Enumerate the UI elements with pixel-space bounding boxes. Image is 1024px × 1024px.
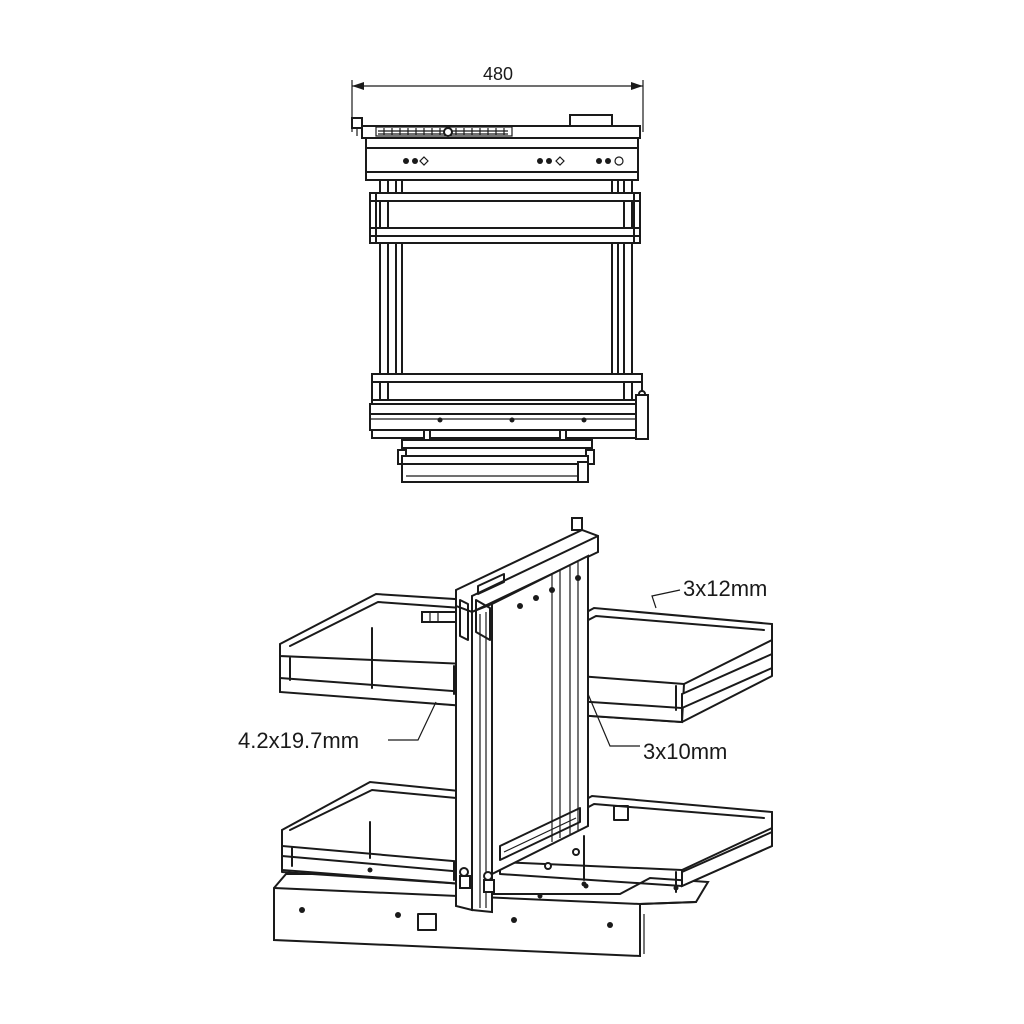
upper-left-basket [279, 592, 471, 708]
base-slide [369, 394, 649, 440]
upper-basket [369, 192, 641, 244]
callout-label-3x12mm: 3x12mm [683, 576, 767, 601]
callout-label-3x10mm: 3x10mm [643, 739, 727, 764]
callout-label-4.2x19.7mm: 4.2x19.7mm [238, 728, 359, 753]
center-mast [455, 517, 599, 914]
bottom-bracket [397, 429, 595, 483]
dimension-label-480: 480 [483, 64, 513, 84]
top-mounting-rail [351, 114, 641, 139]
front-panel [365, 137, 639, 181]
front-view: 480 [351, 64, 649, 483]
callout-3x10mm: 3x10mm [587, 693, 727, 764]
soft-close-mechanism [375, 126, 513, 137]
isometric-view: 3x12mm 4.2x19.7mm 3x10mm [238, 517, 773, 958]
callout-4.2x19.7mm: 4.2x19.7mm [238, 701, 437, 753]
width-dimension: 480 [351, 64, 644, 132]
callout-3x12mm: 3x12mm [651, 576, 767, 609]
